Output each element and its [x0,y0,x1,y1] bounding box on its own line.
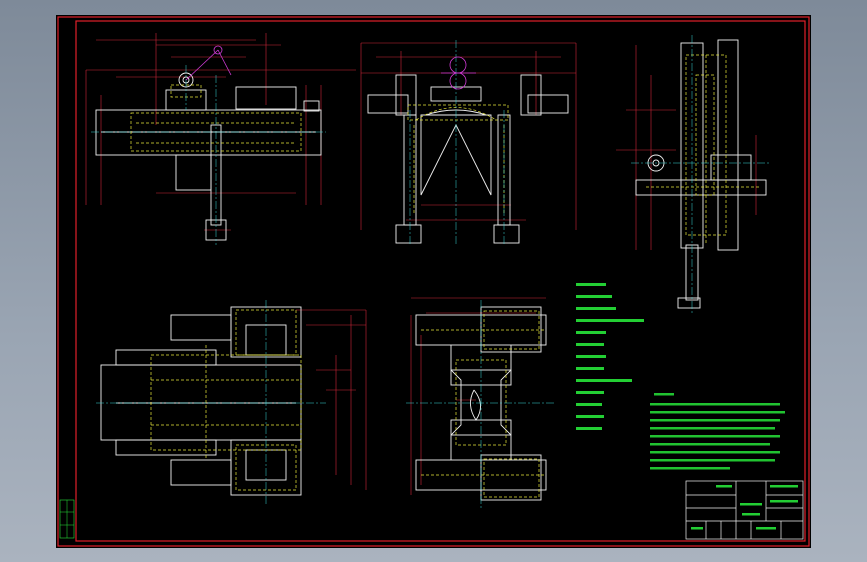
cad-drawing[interactable] [56,15,811,548]
top-view-center[interactable] [406,297,556,510]
top-view-left[interactable] [96,300,367,505]
technical-notes [650,393,785,470]
outer-border [57,16,810,547]
side-view-right[interactable] [616,35,771,315]
title-block [685,480,804,540]
front-view[interactable] [85,33,356,245]
parameter-notes [576,283,644,430]
side-view-center[interactable] [360,40,577,245]
inner-frame [75,20,806,542]
binding-strip [59,499,75,539]
drawing-sheet [56,15,811,548]
